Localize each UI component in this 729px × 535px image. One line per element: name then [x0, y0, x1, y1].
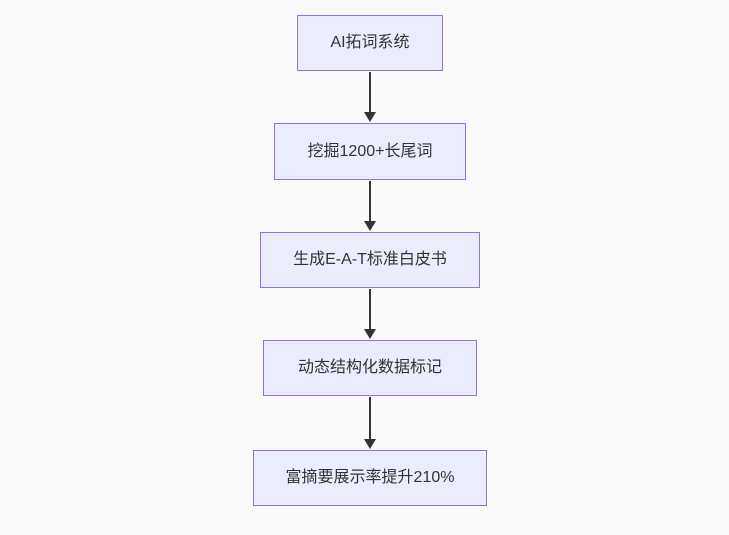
flow-arrowhead-icon [364, 439, 376, 449]
flow-node-label: 动态结构化数据标记 [297, 359, 442, 376]
flow-node-label: AI拓词系统 [330, 34, 410, 51]
flow-arrowhead-icon [364, 112, 376, 122]
flow-node-n3: 生成E-A-T标准白皮书 [260, 232, 480, 288]
flow-node-label: 挖掘1200+长尾词 [307, 142, 433, 160]
flow-node-n2: 挖掘1200+长尾词 [274, 123, 466, 180]
flow-node-label: 富摘要展示率提升210% [285, 469, 455, 486]
flow-arrowhead-icon [364, 329, 376, 339]
flow-node-n4: 动态结构化数据标记 [263, 340, 477, 396]
flow-node-n5: 富摘要展示率提升210% [253, 450, 487, 506]
flow-node-n1: AI拓词系统 [297, 15, 443, 71]
flow-node-label: 生成E-A-T标准白皮书 [293, 251, 447, 268]
flow-arrowhead-icon [364, 221, 376, 231]
